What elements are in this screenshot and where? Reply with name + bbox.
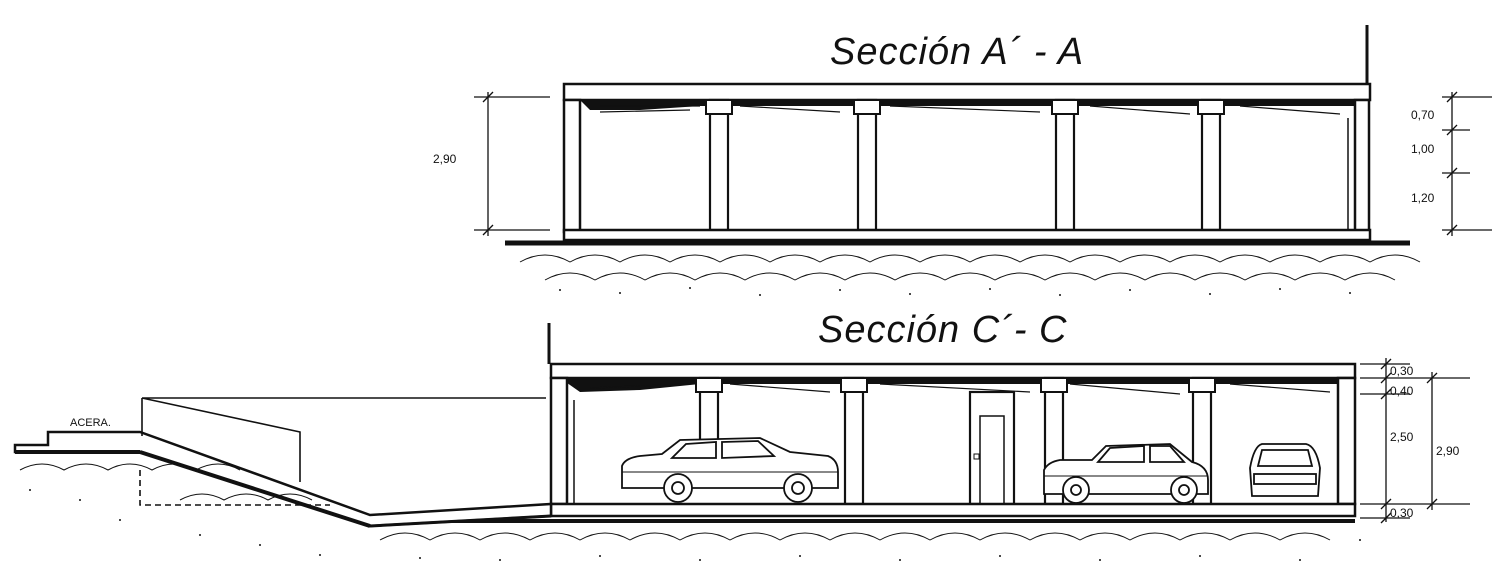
section-cc-dim-beam: 0,40 [1390, 384, 1414, 398]
section-cc-soffit-hatch [589, 383, 1331, 395]
column-aa-3 [1054, 98, 1076, 232]
section-aa-dim-left [474, 91, 550, 236]
section-aa: Sección A´ - A [433, 25, 1492, 296]
capital-aa-1 [705, 99, 733, 115]
section-cc-dim-total: 2,90 [1436, 444, 1460, 458]
sidewalk-label: ACERA. [70, 417, 111, 429]
section-cc-dim-floor: 0,30 [1390, 506, 1414, 520]
section-cc: Sección C´- C [13, 309, 1470, 561]
capital-aa-4 [1197, 99, 1225, 115]
section-cc-floor-slab [549, 502, 1357, 518]
section-aa-soil-dots [559, 287, 1351, 296]
section-aa-title: Sección A´ - A [830, 31, 1084, 73]
section-aa-dim-mid: 1,00 [1411, 142, 1435, 156]
column-aa-2 [856, 98, 878, 232]
section-cc-slab-shadow [560, 378, 1345, 392]
section-cc-soil-dots [29, 489, 1361, 561]
section-aa-dim-top: 0,70 [1411, 108, 1435, 122]
section-aa-roof-slab [562, 82, 1372, 102]
car-rear-view [1249, 443, 1321, 497]
section-aa-right-wall [1353, 98, 1371, 234]
ramp-side-wall [139, 397, 546, 506]
section-aa-dim-bottom: 1,20 [1411, 191, 1435, 205]
column-aa-4 [1200, 98, 1222, 232]
section-aa-slab-shadow [580, 100, 1360, 110]
column-cc-2 [843, 376, 865, 506]
section-aa-soil [519, 254, 1421, 281]
column-aa-1 [708, 98, 730, 232]
capital-cc-3 [1040, 377, 1068, 393]
section-aa-soffit-hatch [599, 105, 1341, 115]
capital-cc-4 [1188, 377, 1216, 393]
section-aa-floor-slab [562, 228, 1372, 242]
section-aa-dim-right [1442, 91, 1492, 236]
section-cc-dim-slab-top: 0,30 [1390, 364, 1414, 378]
capital-cc-2 [840, 377, 868, 393]
car-hatchback [1043, 443, 1209, 504]
section-cc-dim-right [1360, 358, 1470, 524]
section-cc-capitals [695, 377, 1216, 393]
car-sedan [621, 437, 839, 503]
door [968, 390, 1016, 506]
section-aa-columns [708, 98, 1222, 232]
capital-aa-3 [1051, 99, 1079, 115]
section-aa-left-wall [562, 98, 582, 234]
section-cc-right-wall [1336, 376, 1357, 506]
section-cc-soil [19, 463, 1331, 541]
capital-aa-2 [853, 99, 881, 115]
section-aa-dim-total: 2,90 [433, 152, 457, 166]
section-cc-dim-clear: 2,50 [1390, 430, 1414, 444]
section-cc-title: Sección C´- C [818, 309, 1068, 351]
section-cc-columns [698, 376, 1213, 506]
capital-cc-1 [695, 377, 723, 393]
section-cc-roof-slab [549, 362, 1357, 380]
section-cc-left-wall [549, 376, 569, 506]
section-aa-capitals [705, 99, 1225, 115]
ramp [13, 430, 553, 528]
